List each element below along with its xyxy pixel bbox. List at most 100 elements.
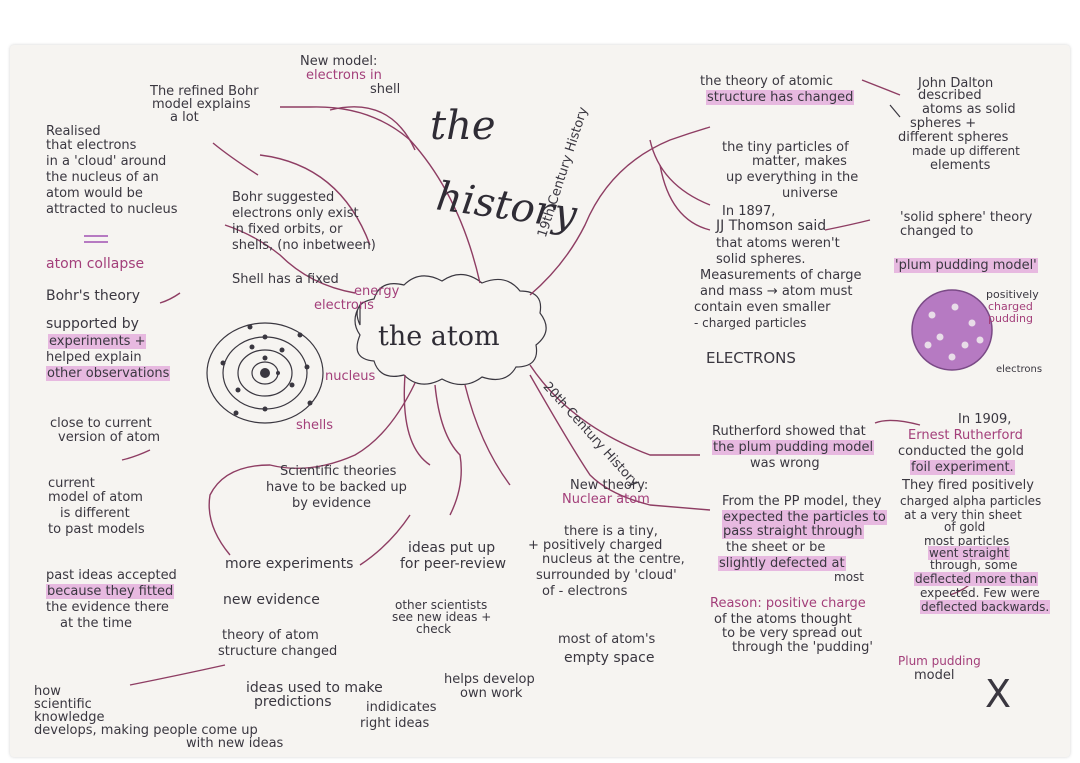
from-pp-4: the sheet or be <box>726 540 826 555</box>
plum-model-1: Plum pudding <box>898 654 981 668</box>
there-is-3: nucleus at the centre, <box>542 552 685 567</box>
rutherford-1: Rutherford showed that <box>712 424 866 439</box>
there-is-1: there is a tiny, <box>564 524 658 539</box>
history-word-1: the <box>430 103 496 149</box>
reason-3: to be very spread out <box>722 626 863 641</box>
from-pp-3: pass straight through <box>722 524 864 539</box>
bohr-1: Bohr suggested <box>232 190 335 205</box>
reason-2: of the atoms thought <box>714 612 852 627</box>
ideas-used-2: predictions <box>254 694 332 710</box>
bohrs-theory-3: experiments + <box>48 334 147 349</box>
equals-mark-2 <box>84 241 108 243</box>
in1909-1: In 1909, <box>958 412 1012 427</box>
cross-mark: X <box>985 672 1012 716</box>
other-sci-2: see new ideas + <box>392 610 492 624</box>
reason-1: Reason: positive charge <box>710 596 866 611</box>
from-pp-1: From the PP model, they <box>722 494 882 509</box>
dalton-6: made up different <box>912 144 1020 158</box>
in1909-14: deflected backwards. <box>920 600 1051 614</box>
bohr-6: energy <box>354 284 400 299</box>
in1909-2: Ernest Rutherford <box>908 428 1023 443</box>
thomson-6: and mass → atom must <box>700 284 853 299</box>
positively-3: pudding <box>988 312 1033 325</box>
tiny-2: matter, makes <box>752 154 847 169</box>
bohr-2: electrons only exist <box>232 206 359 221</box>
most-empty-1: most of atom's <box>558 632 656 647</box>
bohrs-theory-1: Bohr's theory <box>46 288 140 304</box>
there-is-4: surrounded by 'cloud' <box>536 568 677 583</box>
realised-5: atom would be <box>46 186 143 201</box>
helps-develop-2: own work <box>460 686 523 701</box>
realised-6: attracted to nucleus <box>46 202 178 217</box>
refined-1: The refined Bohr <box>150 84 259 99</box>
bohr-3: in fixed orbits, or <box>232 222 343 237</box>
thomson-3: that atoms weren't <box>716 236 840 251</box>
current-4: to past models <box>48 522 145 537</box>
theory-changed-r2: structure has changed <box>706 90 855 105</box>
how-3: knowledge <box>34 710 105 725</box>
close-1: close to current <box>50 416 152 431</box>
in1909-13: expected. Few were <box>920 586 1040 600</box>
past-1: past ideas accepted <box>46 568 177 583</box>
helps-develop-1: helps develop <box>444 672 535 687</box>
how-2: scientific <box>34 697 92 712</box>
thomson-8: - charged particles <box>694 316 807 330</box>
theory-changed-r1: the theory of atomic <box>700 74 834 89</box>
dalton-5: different spheres <box>898 130 1009 145</box>
new-model-1: New model: <box>300 54 378 69</box>
plum-model-2: model <box>914 668 955 683</box>
ideas-put-up-1: ideas put up <box>408 540 496 556</box>
thomson-5: Measurements of charge <box>700 268 862 283</box>
in1909-8: of gold <box>944 520 986 534</box>
realised-2: that electrons <box>46 138 137 153</box>
shells-label: shells <box>296 418 334 433</box>
new-evidence: new evidence <box>223 592 320 608</box>
refined-3: a lot <box>170 110 199 125</box>
mind-map-lines <box>121 79 993 686</box>
refined-2: model explains <box>152 97 251 112</box>
thomson-2: JJ Thomson said <box>716 218 827 234</box>
atom-diagram <box>206 322 324 424</box>
from-pp-6: most <box>834 570 864 584</box>
in1909-4: foil experiment. <box>910 460 1015 475</box>
rutherford-3: was wrong <box>750 456 820 471</box>
dalton-1: John Dalton <box>918 76 994 91</box>
in1909-5: They fired positively <box>902 478 1034 493</box>
center-cloud <box>354 273 547 386</box>
thomson-4: solid spheres. <box>716 252 806 267</box>
dalton-4: spheres + <box>910 116 977 131</box>
current-3: is different <box>60 506 130 521</box>
realised-1: Realised <box>46 124 101 139</box>
ideas-put-up-2: for peer-review <box>400 556 507 572</box>
bohr-4: shells, (no inbetween) <box>232 238 376 253</box>
current-1: current <box>48 476 95 491</box>
dalton-2: described <box>918 88 982 103</box>
reason-4: through the 'pudding' <box>732 640 873 655</box>
electrons-big: ELECTRONS <box>706 349 796 367</box>
bohrs-theory-4: helped explain <box>46 350 142 365</box>
other-sci-3: check <box>416 622 452 636</box>
bohrs-theory-5: other observations <box>46 366 171 381</box>
past-3: the evidence there <box>46 600 169 615</box>
in1909-7: at a very thin sheet <box>904 508 1022 522</box>
new-theory-1: New theory: <box>570 478 649 493</box>
in1909-10: went straight <box>928 546 1010 560</box>
indicates-1: indidicates <box>366 700 437 715</box>
in1909-11: through, some <box>930 558 1018 572</box>
other-sci-1: other scientists <box>395 598 488 612</box>
how-1: how <box>34 684 61 699</box>
positively-1: positively <box>986 288 1039 301</box>
electrons-label: electrons <box>314 298 374 313</box>
there-is-5: of - electrons <box>542 584 628 599</box>
new-model-2: electrons in <box>306 68 382 83</box>
current-2: model of atom <box>48 490 143 505</box>
tiny-1: the tiny particles of <box>722 140 849 155</box>
dalton-7: elements <box>930 158 991 173</box>
from-pp-5: slightly defected at <box>718 556 846 571</box>
tiny-3: up everything in the <box>726 170 859 185</box>
past-4: at the time <box>60 616 133 631</box>
new-theory-2: Nuclear atom <box>562 492 650 507</box>
ideas-used-1: ideas used to make <box>246 680 383 696</box>
in1909-6: charged alpha particles <box>900 494 1042 508</box>
scientific-2: have to be backed up <box>266 480 407 495</box>
